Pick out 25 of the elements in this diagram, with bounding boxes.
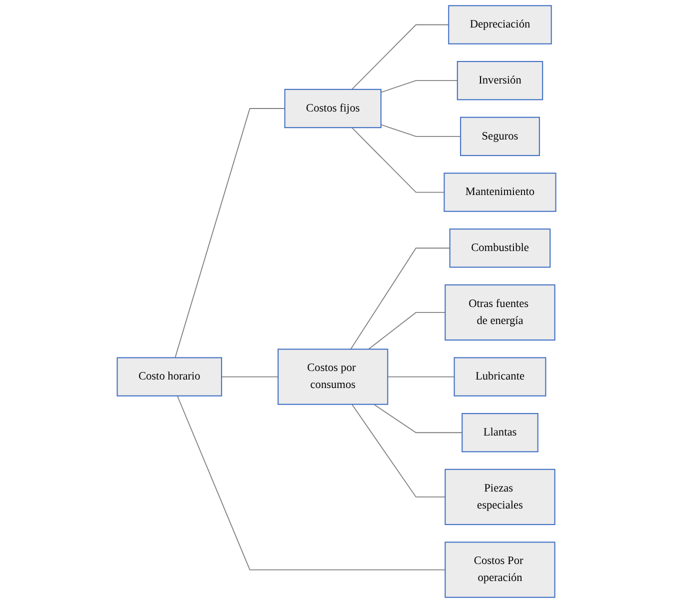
node-box: Llantas [462, 413, 538, 452]
node-box: Combustible [449, 228, 551, 268]
node-box: Seguros [460, 116, 540, 156]
node-box: Costos Por operación [444, 542, 556, 598]
connector [350, 248, 450, 350]
connector [351, 404, 446, 498]
node-box: Inversión [456, 60, 544, 100]
connector [373, 404, 463, 434]
node-box: Costos por consumos [278, 348, 388, 405]
connector [176, 395, 446, 570]
connector [351, 24, 450, 90]
connector [221, 376, 279, 378]
node-box: Mantenimiento [444, 172, 556, 212]
node-box: Costos fijos [284, 88, 382, 128]
node-box: Costo horario [116, 357, 222, 396]
connector [174, 108, 286, 358]
connector [368, 312, 446, 350]
node-box: Otras fuentes de energía [444, 284, 556, 341]
connector [351, 127, 445, 193]
node-box: Lubricante [454, 357, 546, 396]
node-box: Depreciación [448, 5, 552, 44]
node-box: Piezas especiales [444, 468, 556, 526]
connector [380, 80, 458, 93]
connector [387, 376, 455, 378]
connector [380, 124, 462, 137]
